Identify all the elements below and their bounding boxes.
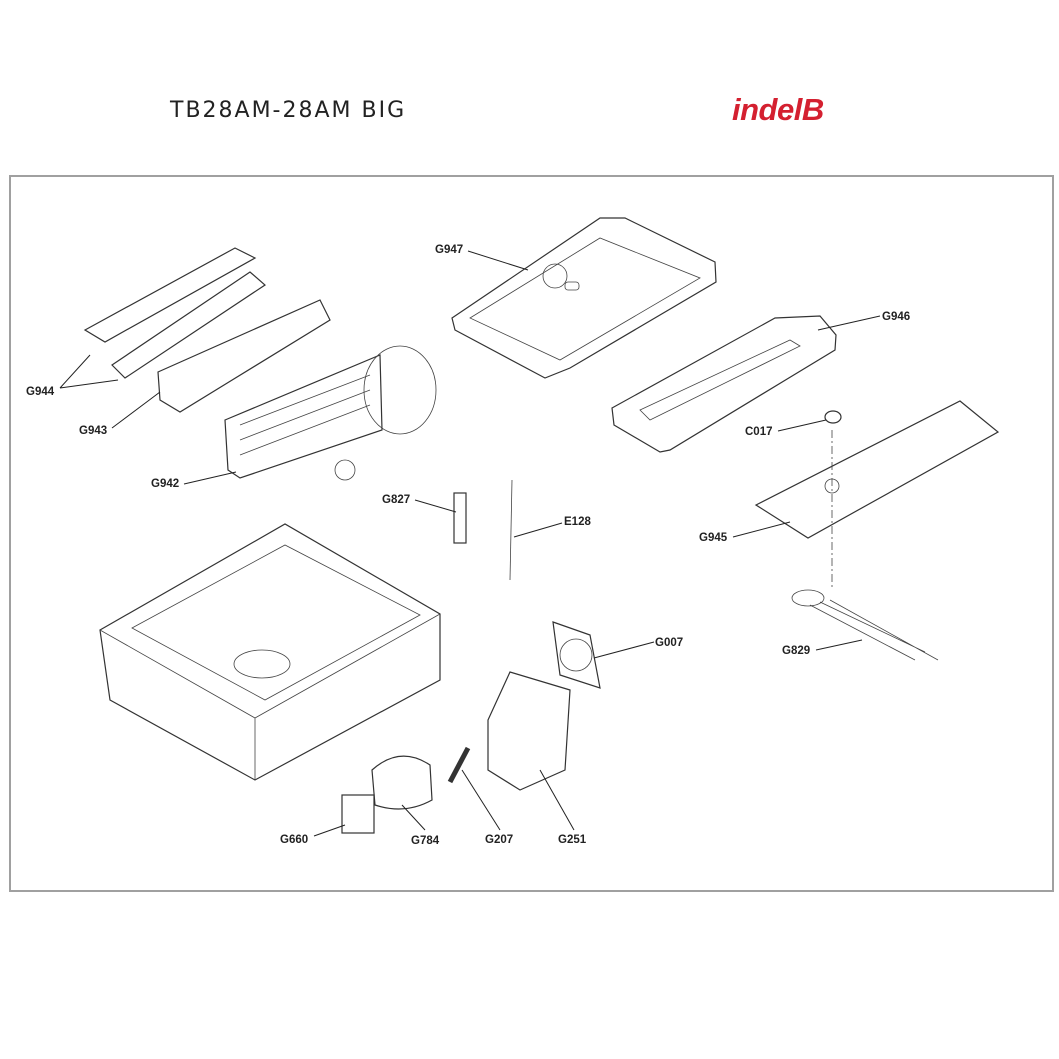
brand-logo: indelB bbox=[732, 92, 824, 127]
part-g945-plate bbox=[754, 400, 1000, 590]
part-g947-lid bbox=[451, 217, 717, 379]
diagram-frame bbox=[9, 175, 1054, 892]
label-g944: G944 bbox=[26, 386, 55, 398]
part-g660-relay bbox=[341, 794, 375, 834]
label-g942: G942 bbox=[151, 478, 179, 490]
label-c017: C017 bbox=[745, 426, 773, 438]
part-g944-racks bbox=[83, 247, 266, 379]
label-g943: G943 bbox=[79, 425, 107, 437]
model-title: TB28AM-28AM BIG bbox=[170, 98, 407, 123]
part-c017-knob bbox=[824, 410, 842, 424]
label-g784: G784 bbox=[411, 835, 440, 847]
part-g946-panel bbox=[611, 315, 837, 453]
label-g007: G007 bbox=[655, 637, 683, 649]
part-g251-condenser bbox=[487, 671, 571, 791]
part-g943-tray bbox=[157, 299, 331, 413]
label-g945: G945 bbox=[699, 532, 728, 544]
label-g947: G947 bbox=[435, 244, 463, 256]
part-g207-filter bbox=[447, 746, 471, 784]
part-g007-fan bbox=[552, 621, 601, 689]
leader-lines bbox=[59, 250, 881, 837]
label-g829: G829 bbox=[782, 645, 810, 657]
label-g207: G207 bbox=[485, 834, 513, 846]
label-g946: G946 bbox=[882, 311, 910, 323]
label-g251: G251 bbox=[558, 834, 587, 846]
label-g827: G827 bbox=[382, 494, 410, 506]
part-g827-bracket bbox=[453, 492, 467, 544]
part-g784-compressor bbox=[371, 755, 433, 810]
part-cabinet bbox=[99, 523, 441, 781]
part-g942-evaporator bbox=[224, 345, 437, 481]
part-g829-cable bbox=[791, 589, 939, 661]
part-e128-heater bbox=[509, 479, 513, 581]
label-e128: E128 bbox=[564, 516, 591, 528]
label-g660: G660 bbox=[280, 834, 308, 846]
